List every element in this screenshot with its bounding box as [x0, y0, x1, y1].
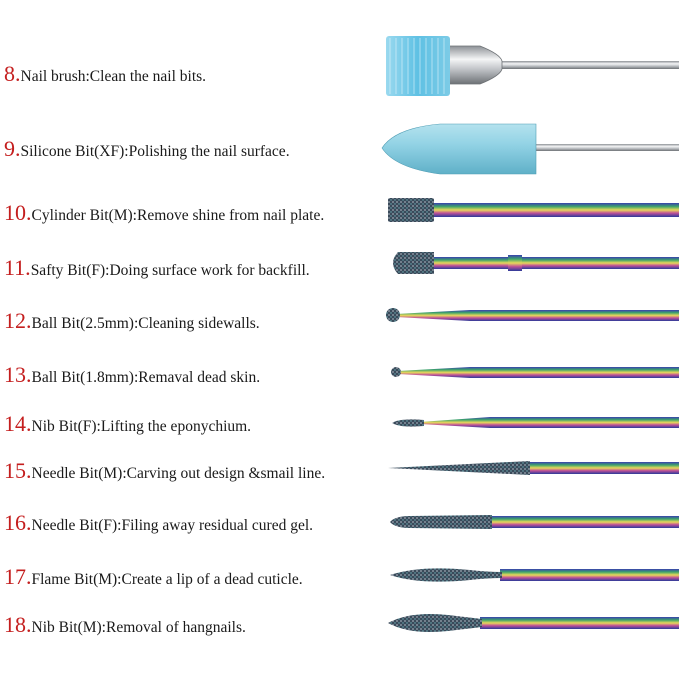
- item-label: 12.Ball Bit(2.5mm):Cleaning sidewalls.: [4, 310, 260, 332]
- safety-bit-icon: [0, 249, 679, 279]
- item-description: Silicone Bit(XF):Polishing the nail surf…: [20, 143, 290, 160]
- item-description: Flame Bit(M):Create a lip of a dead cuti…: [31, 571, 303, 588]
- item-number: 10.: [4, 200, 32, 225]
- item-label: 13.Ball Bit(1.8mm):Remaval dead skin.: [4, 364, 260, 386]
- item-row-14: 14.Nib Bit(F):Lifting the eponychium.: [0, 410, 679, 436]
- item-number: 17.: [4, 564, 32, 589]
- item-description: Nib Bit(M):Removal of hangnails.: [31, 619, 246, 636]
- item-number: 14.: [4, 411, 32, 436]
- nail-brush-bit-icon: [0, 30, 679, 100]
- item-description: Cylinder Bit(M):Remove shine from nail p…: [31, 207, 325, 224]
- item-label: 17.Flame Bit(M):Create a lip of a dead c…: [4, 566, 303, 588]
- item-label: 16.Needle Bit(F):Filing away residual cu…: [4, 512, 313, 534]
- item-number: 18.: [4, 612, 32, 637]
- item-number: 12.: [4, 308, 32, 333]
- item-row-12: 12.Ball Bit(2.5mm):Cleaning sidewalls.: [0, 302, 679, 332]
- item-number: 9.: [4, 136, 21, 161]
- item-label: 11.Safty Bit(F):Doing surface work for b…: [4, 257, 310, 279]
- item-row-15: 15.Needle Bit(M):Carving out design &sma…: [0, 456, 679, 482]
- item-row-16: 16.Needle Bit(F):Filing away residual cu…: [0, 509, 679, 535]
- item-description: Safty Bit(F):Doing surface work for back…: [30, 262, 310, 279]
- item-label: 18.Nib Bit(M):Removal of hangnails.: [4, 614, 246, 636]
- item-number: 8.: [4, 61, 21, 86]
- nib-bit-fine-icon: [0, 410, 679, 436]
- item-description: Needle Bit(M):Carving out design &smail …: [31, 465, 326, 482]
- item-description: Ball Bit(1.8mm):Remaval dead skin.: [31, 369, 261, 386]
- flame-bit-icon: [0, 562, 679, 588]
- item-row-13: 13.Ball Bit(1.8mm):Remaval dead skin.: [0, 359, 679, 386]
- item-label: 8.Nail brush:Clean the nail bits.: [4, 63, 206, 85]
- item-row-10: 10.Cylinder Bit(M):Remove shine from nai…: [0, 193, 679, 229]
- item-number: 11.: [4, 255, 31, 280]
- item-number: 13.: [4, 362, 32, 387]
- item-label: 14.Nib Bit(F):Lifting the eponychium.: [4, 413, 251, 435]
- item-row-9: 9.Silicone Bit(XF):Polishing the nail su…: [0, 118, 679, 178]
- needle-bit-fine-icon: [0, 509, 679, 535]
- item-label: 15.Needle Bit(M):Carving out design &sma…: [4, 460, 325, 482]
- silicone-bit-icon: [0, 118, 679, 178]
- item-row-11: 11.Safty Bit(F):Doing surface work for b…: [0, 249, 679, 279]
- ball-bit-large-icon: [0, 302, 679, 330]
- item-description: Nib Bit(F):Lifting the eponychium.: [31, 418, 252, 435]
- item-label: 10.Cylinder Bit(M):Remove shine from nai…: [4, 202, 324, 224]
- item-number: 16.: [4, 510, 32, 535]
- nib-bit-medium-icon: [0, 608, 679, 638]
- needle-bit-medium-icon: [0, 456, 679, 480]
- item-row-17: 17.Flame Bit(M):Create a lip of a dead c…: [0, 562, 679, 588]
- item-description: Ball Bit(2.5mm):Cleaning sidewalls.: [31, 315, 260, 332]
- cylinder-bit-icon: [0, 193, 679, 229]
- item-row-8: 8.Nail brush:Clean the nail bits.: [0, 30, 679, 100]
- ball-bit-small-icon: [0, 359, 679, 385]
- item-number: 15.: [4, 458, 32, 483]
- item-description: Nail brush:Clean the nail bits.: [20, 68, 207, 85]
- item-row-18: 18.Nib Bit(M):Removal of hangnails.: [0, 608, 679, 638]
- item-description: Needle Bit(F):Filing away residual cured…: [31, 517, 314, 534]
- item-label: 9.Silicone Bit(XF):Polishing the nail su…: [4, 138, 290, 160]
